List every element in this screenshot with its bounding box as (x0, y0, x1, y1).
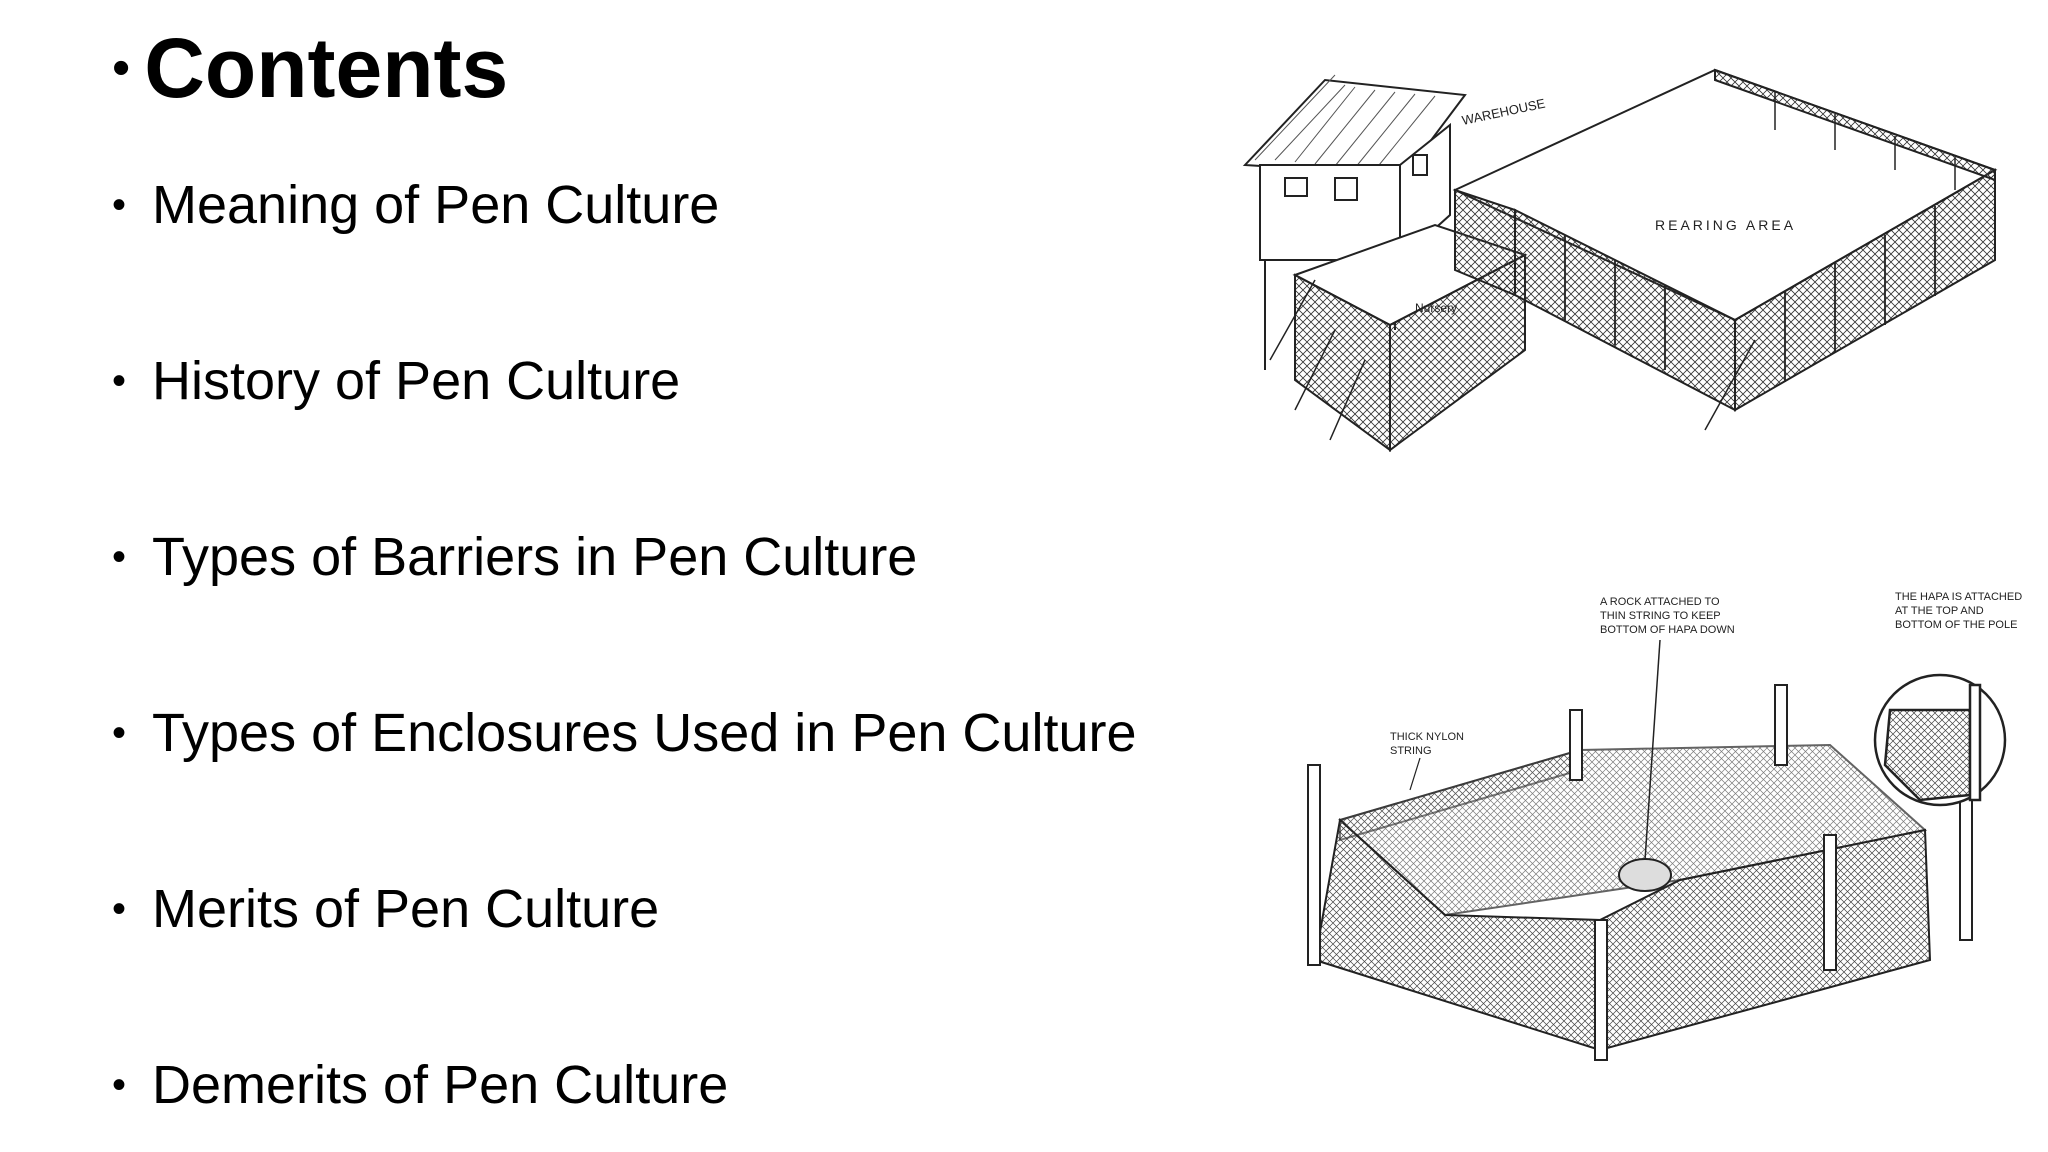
hapa-net-illustration: A ROCK ATTACHED TO THIN STRING TO KEEP B… (1270, 580, 2048, 1100)
nylon-callout-line: STRING (1390, 745, 1432, 757)
list-item-label: Demerits of Pen Culture (152, 1055, 729, 1115)
bullet-icon: • (112, 358, 127, 403)
bullet-icon: • (112, 534, 127, 579)
rock-callout-line: A ROCK ATTACHED TO (1600, 596, 1720, 608)
list-item-label: Merits of Pen Culture (152, 879, 660, 939)
warehouse-building (1242, 74, 1467, 370)
list-item-label: Types of Barriers in Pen Culture (152, 527, 918, 587)
list-item: • Types of Enclosures Used in Pen Cultur… (112, 698, 1137, 768)
list-item: • History of Pen Culture (112, 346, 680, 416)
nursery-label: Nursery (1415, 301, 1457, 315)
nylon-string-callout: THICK NYLON STRING (1390, 731, 1467, 757)
rock-callout-line: BOTTOM OF HAPA DOWN (1600, 624, 1735, 636)
pole-callout: THE HAPA IS ATTACHED AT THE TOP AND BOTT… (1895, 591, 2025, 631)
list-item: • Demerits of Pen Culture (112, 1050, 728, 1120)
hapa-net (1307, 639, 1973, 1061)
rock-callout: A ROCK ATTACHED TO THIN STRING TO KEEP B… (1600, 596, 1735, 636)
slide-title: Contents (144, 21, 509, 115)
list-item-label: Meaning of Pen Culture (152, 175, 720, 235)
bullet-icon: • (112, 1062, 127, 1107)
bullet-icon: • (112, 182, 127, 227)
pole-detail-circle (1873, 673, 2007, 807)
pole-callout-line: THE HAPA IS ATTACHED (1895, 591, 2022, 603)
rearing-area-label: REARING AREA (1655, 217, 1796, 233)
bullet-icon: • (112, 710, 127, 755)
slide-title-row: • Contents (112, 21, 509, 115)
list-item: • Types of Barriers in Pen Culture (112, 522, 917, 592)
list-item: • Merits of Pen Culture (112, 874, 659, 944)
bullet-icon: • (112, 886, 127, 931)
rearing-area-pen (1452, 68, 1998, 431)
list-item-label: History of Pen Culture (152, 351, 681, 411)
pole-callout-line: AT THE TOP AND (1895, 605, 1984, 617)
pole-callout-line: BOTTOM OF THE POLE (1895, 619, 2017, 631)
list-item: • Meaning of Pen Culture (112, 170, 719, 240)
title-bullet: • (112, 39, 131, 98)
nylon-callout-line: THICK NYLON (1390, 731, 1464, 743)
rock-callout-line: THIN STRING TO KEEP (1600, 610, 1720, 622)
pen-culture-layout-illustration: WAREHOUSE Nursery RE (1235, 30, 2025, 530)
list-item-label: Types of Enclosures Used in Pen Culture (152, 703, 1137, 763)
